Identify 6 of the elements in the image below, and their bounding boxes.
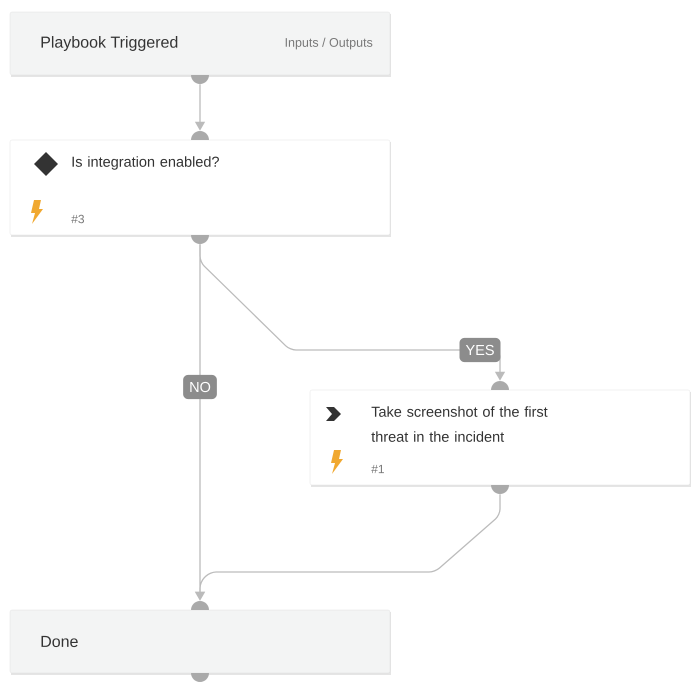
condition-box: Is integration enabled? #3	[10, 140, 390, 236]
end-box: Done	[10, 610, 390, 674]
edge-label: NO	[183, 374, 217, 400]
task-box: Take screenshot of the first threat in the incident #1	[310, 390, 690, 486]
start-box: Playbook Triggered Inputs / Outputs	[10, 12, 390, 76]
edge-label: YES	[460, 338, 501, 362]
